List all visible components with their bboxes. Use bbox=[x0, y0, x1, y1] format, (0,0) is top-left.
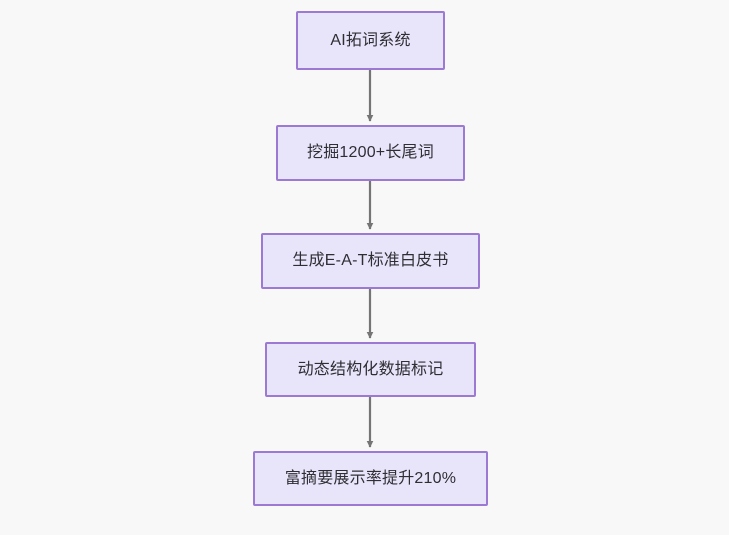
flowchart-node-ai-keyword-system[interactable]: AI拓词系统 bbox=[296, 11, 445, 70]
node-label: 挖掘1200+长尾词 bbox=[307, 144, 434, 161]
node-label: 富摘要展示率提升210% bbox=[284, 469, 457, 487]
flowchart-node-generate-eat-whitepaper[interactable]: 生成E-A-T标准白皮书 bbox=[261, 233, 480, 289]
node-label: 动态结构化数据标记 bbox=[297, 360, 444, 378]
node-label: 生成E-A-T标准白皮书 bbox=[292, 252, 449, 269]
node-label: AI拓词系统 bbox=[330, 31, 411, 49]
flowchart-node-rich-snippet-impression-lift[interactable]: 富摘要展示率提升210% bbox=[253, 451, 488, 506]
flowchart-node-dynamic-structured-data-markup[interactable]: 动态结构化数据标记 bbox=[265, 342, 476, 397]
flowchart-node-mine-longtail-keywords[interactable]: 挖掘1200+长尾词 bbox=[276, 125, 465, 181]
